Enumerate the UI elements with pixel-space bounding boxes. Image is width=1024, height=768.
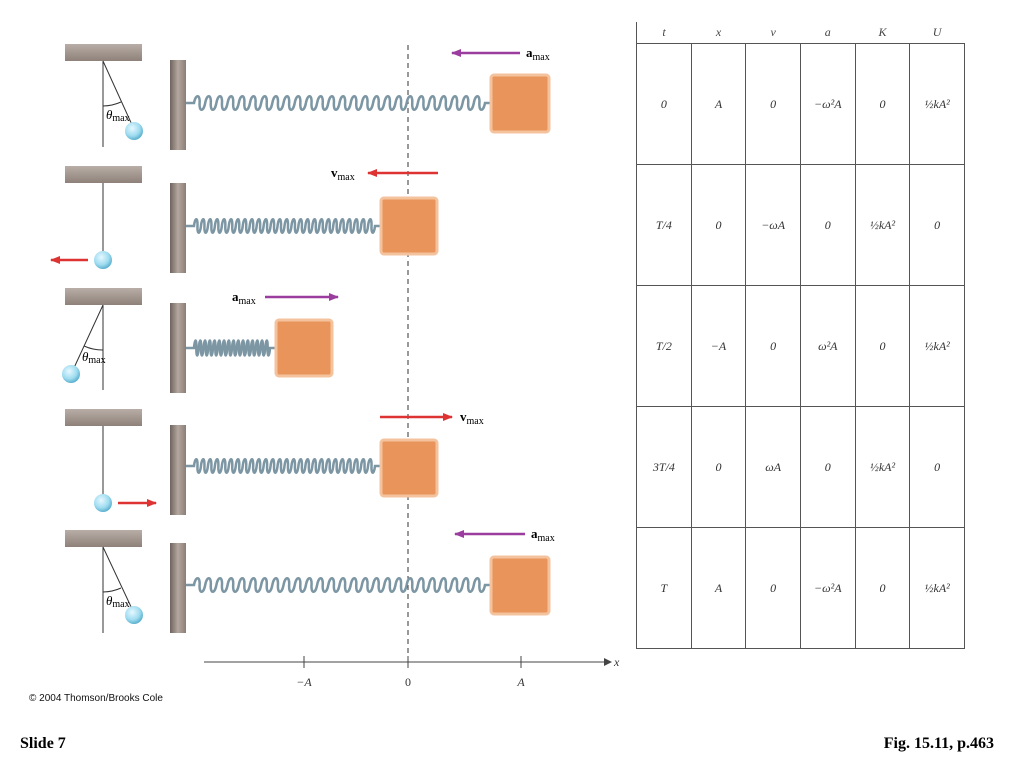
row-t-quarter: vmax [50, 165, 439, 273]
pendulum-bob [62, 365, 80, 383]
pendulum-bob [125, 122, 143, 140]
theta-arc [83, 345, 104, 351]
table-cell: 0 [745, 285, 801, 407]
wall [170, 183, 186, 273]
block [489, 555, 551, 616]
ceiling [65, 166, 142, 183]
tick-label-A: A [516, 675, 525, 689]
spring [186, 577, 493, 593]
table-header-row: t x v a K U [636, 22, 965, 44]
a-max-label: amax [531, 526, 555, 544]
v-max-label: vmax [331, 165, 355, 183]
table-cell: 0 [854, 43, 911, 165]
table-cell: 0 [909, 164, 965, 286]
table-cell: 0 [854, 527, 911, 649]
a-max-label: amax [526, 45, 550, 63]
table-cell: 0 [690, 164, 747, 286]
block [379, 438, 439, 498]
row-t-three-quarter: vmax [65, 409, 484, 515]
table-row: T/2 −A 0 ω²A 0 ½kA² [636, 285, 965, 407]
table-cell: ½kA² [854, 164, 911, 286]
table-cell: −ω²A [799, 43, 856, 165]
header-U: U [909, 22, 965, 44]
v-max-label: vmax [460, 409, 484, 427]
table-cell: ½kA² [909, 285, 965, 407]
table-cell: −ω²A [799, 527, 856, 649]
table-cell: T [636, 527, 692, 649]
table-cell: 0 [799, 164, 856, 286]
table-row: 0 A 0 −ω²A 0 ½kA² [636, 43, 965, 165]
table-cell: ½kA² [909, 43, 965, 165]
pendulum-string [72, 304, 104, 371]
header-x: x [691, 22, 746, 44]
table-row: T/4 0 −ωA 0 ½kA² 0 [636, 164, 965, 286]
table-cell: ½kA² [854, 406, 911, 528]
table-cell: T/4 [636, 164, 692, 286]
wall [170, 303, 186, 393]
theta-max-label: θmax [106, 593, 130, 610]
spring [186, 218, 383, 234]
table-cell: 0 [799, 406, 856, 528]
a-max-label: amax [232, 289, 256, 307]
spring [186, 95, 493, 111]
wall [170, 543, 186, 633]
copyright-notice: © 2004 Thomson/Brooks Cole [29, 693, 163, 704]
slide-label: Slide 7 [20, 735, 66, 752]
table-cell: 0 [854, 285, 911, 407]
wall [170, 425, 186, 515]
header-a: a [800, 22, 856, 44]
spring [186, 339, 278, 357]
pendulum-bob [94, 251, 112, 269]
row-t-half: θmax amax [62, 288, 339, 393]
block [379, 196, 439, 256]
table-cell: 0 [690, 406, 747, 528]
header-t: t [636, 22, 692, 44]
theta-max-label: θmax [106, 107, 130, 124]
table-cell: 0 [745, 527, 801, 649]
table-cell: 0 [636, 43, 692, 165]
table-cell: −A [690, 285, 747, 407]
row-t0: θmax amax [65, 44, 551, 150]
table-cell: 3T/4 [636, 406, 692, 528]
ceiling [65, 44, 142, 61]
table-row: 3T/4 0 ωA 0 ½kA² 0 [636, 406, 965, 528]
tick-label-neg-A: −A [296, 675, 312, 689]
table-cell: 0 [909, 406, 965, 528]
spring [186, 458, 383, 474]
table-cell: ½kA² [909, 527, 965, 649]
figure-reference: Fig. 15.11, p.463 [883, 735, 994, 752]
block [274, 318, 334, 378]
pendulum-bob [94, 494, 112, 512]
x-axis: −A 0 A x [204, 655, 620, 689]
table-cell: A [690, 43, 747, 165]
tick-label-zero: 0 [405, 675, 411, 689]
table-cell: T/2 [636, 285, 692, 407]
kinematics-table: t x v a K U 0 A 0 −ω²A 0 ½kA² T/4 0 −ωA … [636, 22, 965, 649]
ceiling [65, 409, 142, 426]
shm-figure: θmax amax vmax θmax amax [50, 44, 620, 689]
ceiling [65, 530, 142, 547]
table-cell: 0 [745, 43, 801, 165]
theta-max-label: θmax [82, 349, 106, 366]
theta-arc [102, 587, 122, 593]
table-cell: ω²A [799, 285, 856, 407]
theta-arc [102, 101, 122, 107]
row-t-full: θmax amax [65, 526, 555, 633]
table-row: T A 0 −ω²A 0 ½kA² [636, 527, 965, 649]
table-cell: A [690, 527, 747, 649]
axis-arrowhead [604, 658, 612, 666]
axis-label-x: x [613, 655, 620, 669]
header-v: v [745, 22, 801, 44]
ceiling [65, 288, 142, 305]
table-cell: −ωA [745, 164, 801, 286]
header-K: K [855, 22, 910, 44]
pendulum-string [102, 60, 134, 128]
block [489, 73, 551, 134]
table-cell: ωA [745, 406, 801, 528]
pendulum-string [102, 546, 134, 612]
wall [170, 60, 186, 150]
pendulum-bob [125, 606, 143, 624]
